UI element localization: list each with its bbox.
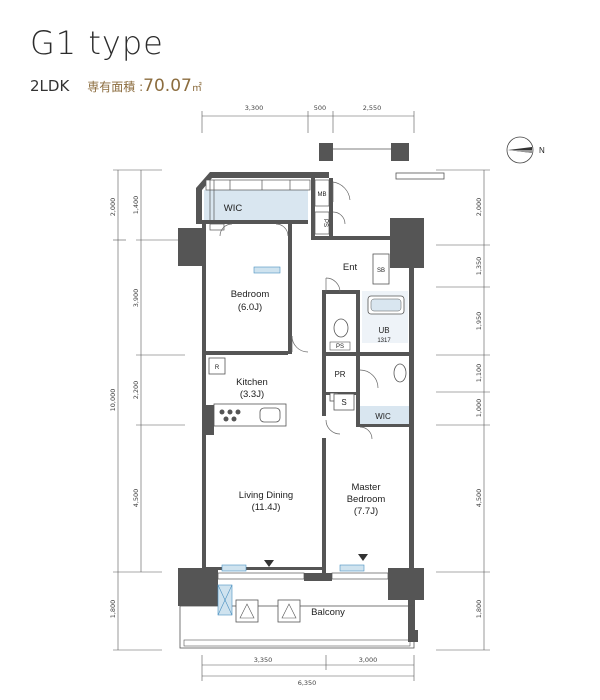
living-size: (11.4J): [252, 502, 281, 513]
dim-right-5: 1,000: [475, 399, 483, 418]
wic-right-label: WIC: [375, 412, 391, 421]
balcony-area: [179, 584, 415, 649]
shoe-box: [372, 253, 390, 285]
dim-left-outer-1: 2,000: [109, 198, 117, 217]
dim-right-2: 1,350: [475, 257, 483, 276]
ac-unit-living: [221, 564, 247, 572]
dim-left-inner-1: 1,400: [132, 196, 140, 215]
mb-ps-closet: [314, 179, 330, 235]
wic-shelves: [205, 179, 311, 231]
plan-subtitle: 2LDK 専有面積 :70.07㎡: [30, 76, 202, 96]
ac-unit-bedroom: [253, 266, 281, 274]
bathroom-unit: [329, 295, 405, 351]
bedroom-size: (6.0J): [238, 302, 262, 313]
master-size: (7.7J): [354, 506, 378, 517]
dim-bottom-total: 6,350: [298, 679, 317, 687]
wic-top-label: WIC: [224, 203, 243, 214]
dim-bottom-2: 3,000: [359, 656, 378, 664]
bedroom-name: Bedroom: [231, 289, 270, 300]
windows: [217, 572, 389, 580]
balcony-label: Balcony: [311, 607, 345, 618]
dim-bottom-1: 3,350: [254, 656, 273, 664]
plan-title: G1 type: [30, 24, 164, 62]
ps-mid-label: PS: [336, 344, 344, 350]
master-name-1: Master: [351, 482, 380, 493]
master-name-2: Bedroom: [347, 494, 386, 505]
area-value: 70.07: [143, 76, 192, 96]
entry-marker-master: [358, 554, 368, 561]
area-label: 専有面積 :: [87, 80, 144, 94]
dim-right-6: 4,500: [475, 489, 483, 508]
walls: [178, 172, 424, 642]
sb-label: SB: [377, 268, 385, 274]
dim-left-inner-3: 2,200: [132, 381, 140, 400]
mb-label: MB: [318, 192, 327, 198]
dim-left-inner-2: 3,900: [132, 289, 140, 308]
kitchen-name: Kitchen: [236, 377, 268, 388]
exterior-fixtures-top: [319, 143, 445, 180]
compass-icon: [506, 136, 534, 164]
pr-fixtures: [329, 363, 407, 411]
entry-marker-living: [264, 560, 274, 567]
kitchen-counter: [213, 403, 287, 427]
dim-top-3: 2,550: [363, 104, 382, 112]
r-label: R: [215, 365, 220, 371]
ac-unit-master: [339, 564, 365, 572]
dim-right-3: 1,950: [475, 312, 483, 331]
dim-left-outer-3: 1,800: [109, 600, 117, 619]
ps-top-label: PS: [322, 219, 328, 227]
pr-label: PR: [334, 370, 345, 379]
layout-type: 2LDK: [30, 77, 70, 95]
dim-left-outer-2: 10,000: [109, 389, 117, 412]
doors: [219, 181, 379, 440]
kitchen-size: (3.3J): [240, 389, 264, 400]
ub-label: UB: [378, 326, 389, 335]
area-unit: ㎡: [191, 83, 202, 94]
living-name: Living Dining: [239, 490, 293, 501]
dimension-lines: [113, 111, 490, 681]
ub-size: 1317: [377, 338, 391, 344]
fridge-space: [208, 357, 226, 375]
dim-left-inner-4: 4,500: [132, 489, 140, 508]
s-label: S: [341, 398, 346, 407]
dim-right-7: 1,800: [475, 600, 483, 619]
dim-right-1: 2,000: [475, 198, 483, 217]
compass-north-label: N: [539, 146, 545, 155]
dim-right-4: 1,100: [475, 364, 483, 383]
dim-top-2: 500: [314, 104, 326, 112]
dim-top-1: 3,300: [245, 104, 264, 112]
entrance-label: Ent: [343, 262, 358, 273]
